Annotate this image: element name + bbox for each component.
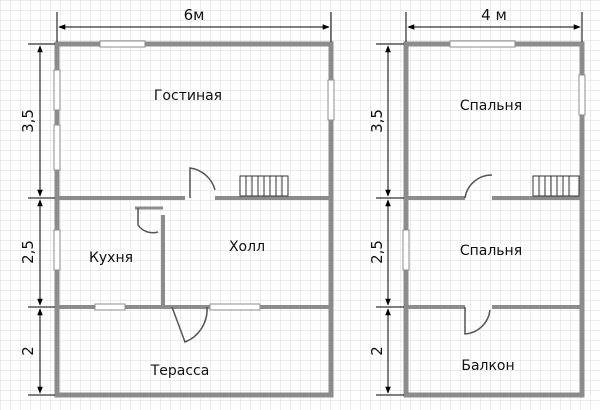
floor1-window-south-1 — [94, 303, 126, 311]
floor-2-plan: Спальня Спальня Балкон 4 м 3,5 2,5 2 — [368, 6, 586, 398]
floor2-height-label-2: 2,5 — [368, 240, 386, 264]
floor1-window-right — [327, 79, 335, 121]
floor2-door-balcony — [464, 307, 491, 335]
floor1-window-left-2 — [53, 124, 61, 171]
room-label-kitchen: Кухня — [89, 250, 133, 266]
floor2-window-top — [449, 40, 516, 48]
floor1-height-label-2: 2,5 — [19, 240, 37, 264]
floor1-staircase — [239, 175, 289, 197]
floor1-door-kitchen — [137, 208, 159, 234]
floor1-width-label: 6м — [184, 6, 205, 24]
floor1-outer-wall — [54, 41, 334, 398]
floor1-window-left-1 — [53, 69, 61, 111]
room-label-balcony: Балкон — [461, 358, 514, 374]
room-label-living: Гостиная — [154, 88, 222, 104]
room-label-bedroom-mid: Спальня — [460, 243, 522, 259]
floor2-height-label-3: 2 — [368, 346, 386, 356]
floor1-window-south-2 — [209, 303, 261, 311]
floor2-height-label-1: 3,5 — [368, 109, 386, 133]
floor1-height-label-1: 3,5 — [19, 109, 37, 133]
floor2-window-right — [578, 74, 586, 116]
floor1-height-label-3: 2 — [19, 346, 37, 356]
floor-1-plan: Гостиная Кухня Холл Терасса 6м 3,5 2,5 2 — [19, 6, 335, 398]
floor2-staircase — [532, 175, 580, 197]
floor1-door-terrace — [171, 306, 208, 343]
floor2-width-label: 4 м — [481, 6, 507, 24]
floor2-window-left — [402, 229, 410, 271]
floor1-door-living — [189, 167, 216, 198]
floor2-door-bedroom — [464, 174, 493, 199]
floor1-window-kitchen — [53, 229, 61, 271]
floor1-window-top — [99, 40, 146, 48]
room-label-bedroom-top: Спальня — [460, 98, 522, 114]
room-label-terrace: Терасса — [150, 363, 210, 379]
room-label-hall: Холл — [229, 239, 265, 255]
